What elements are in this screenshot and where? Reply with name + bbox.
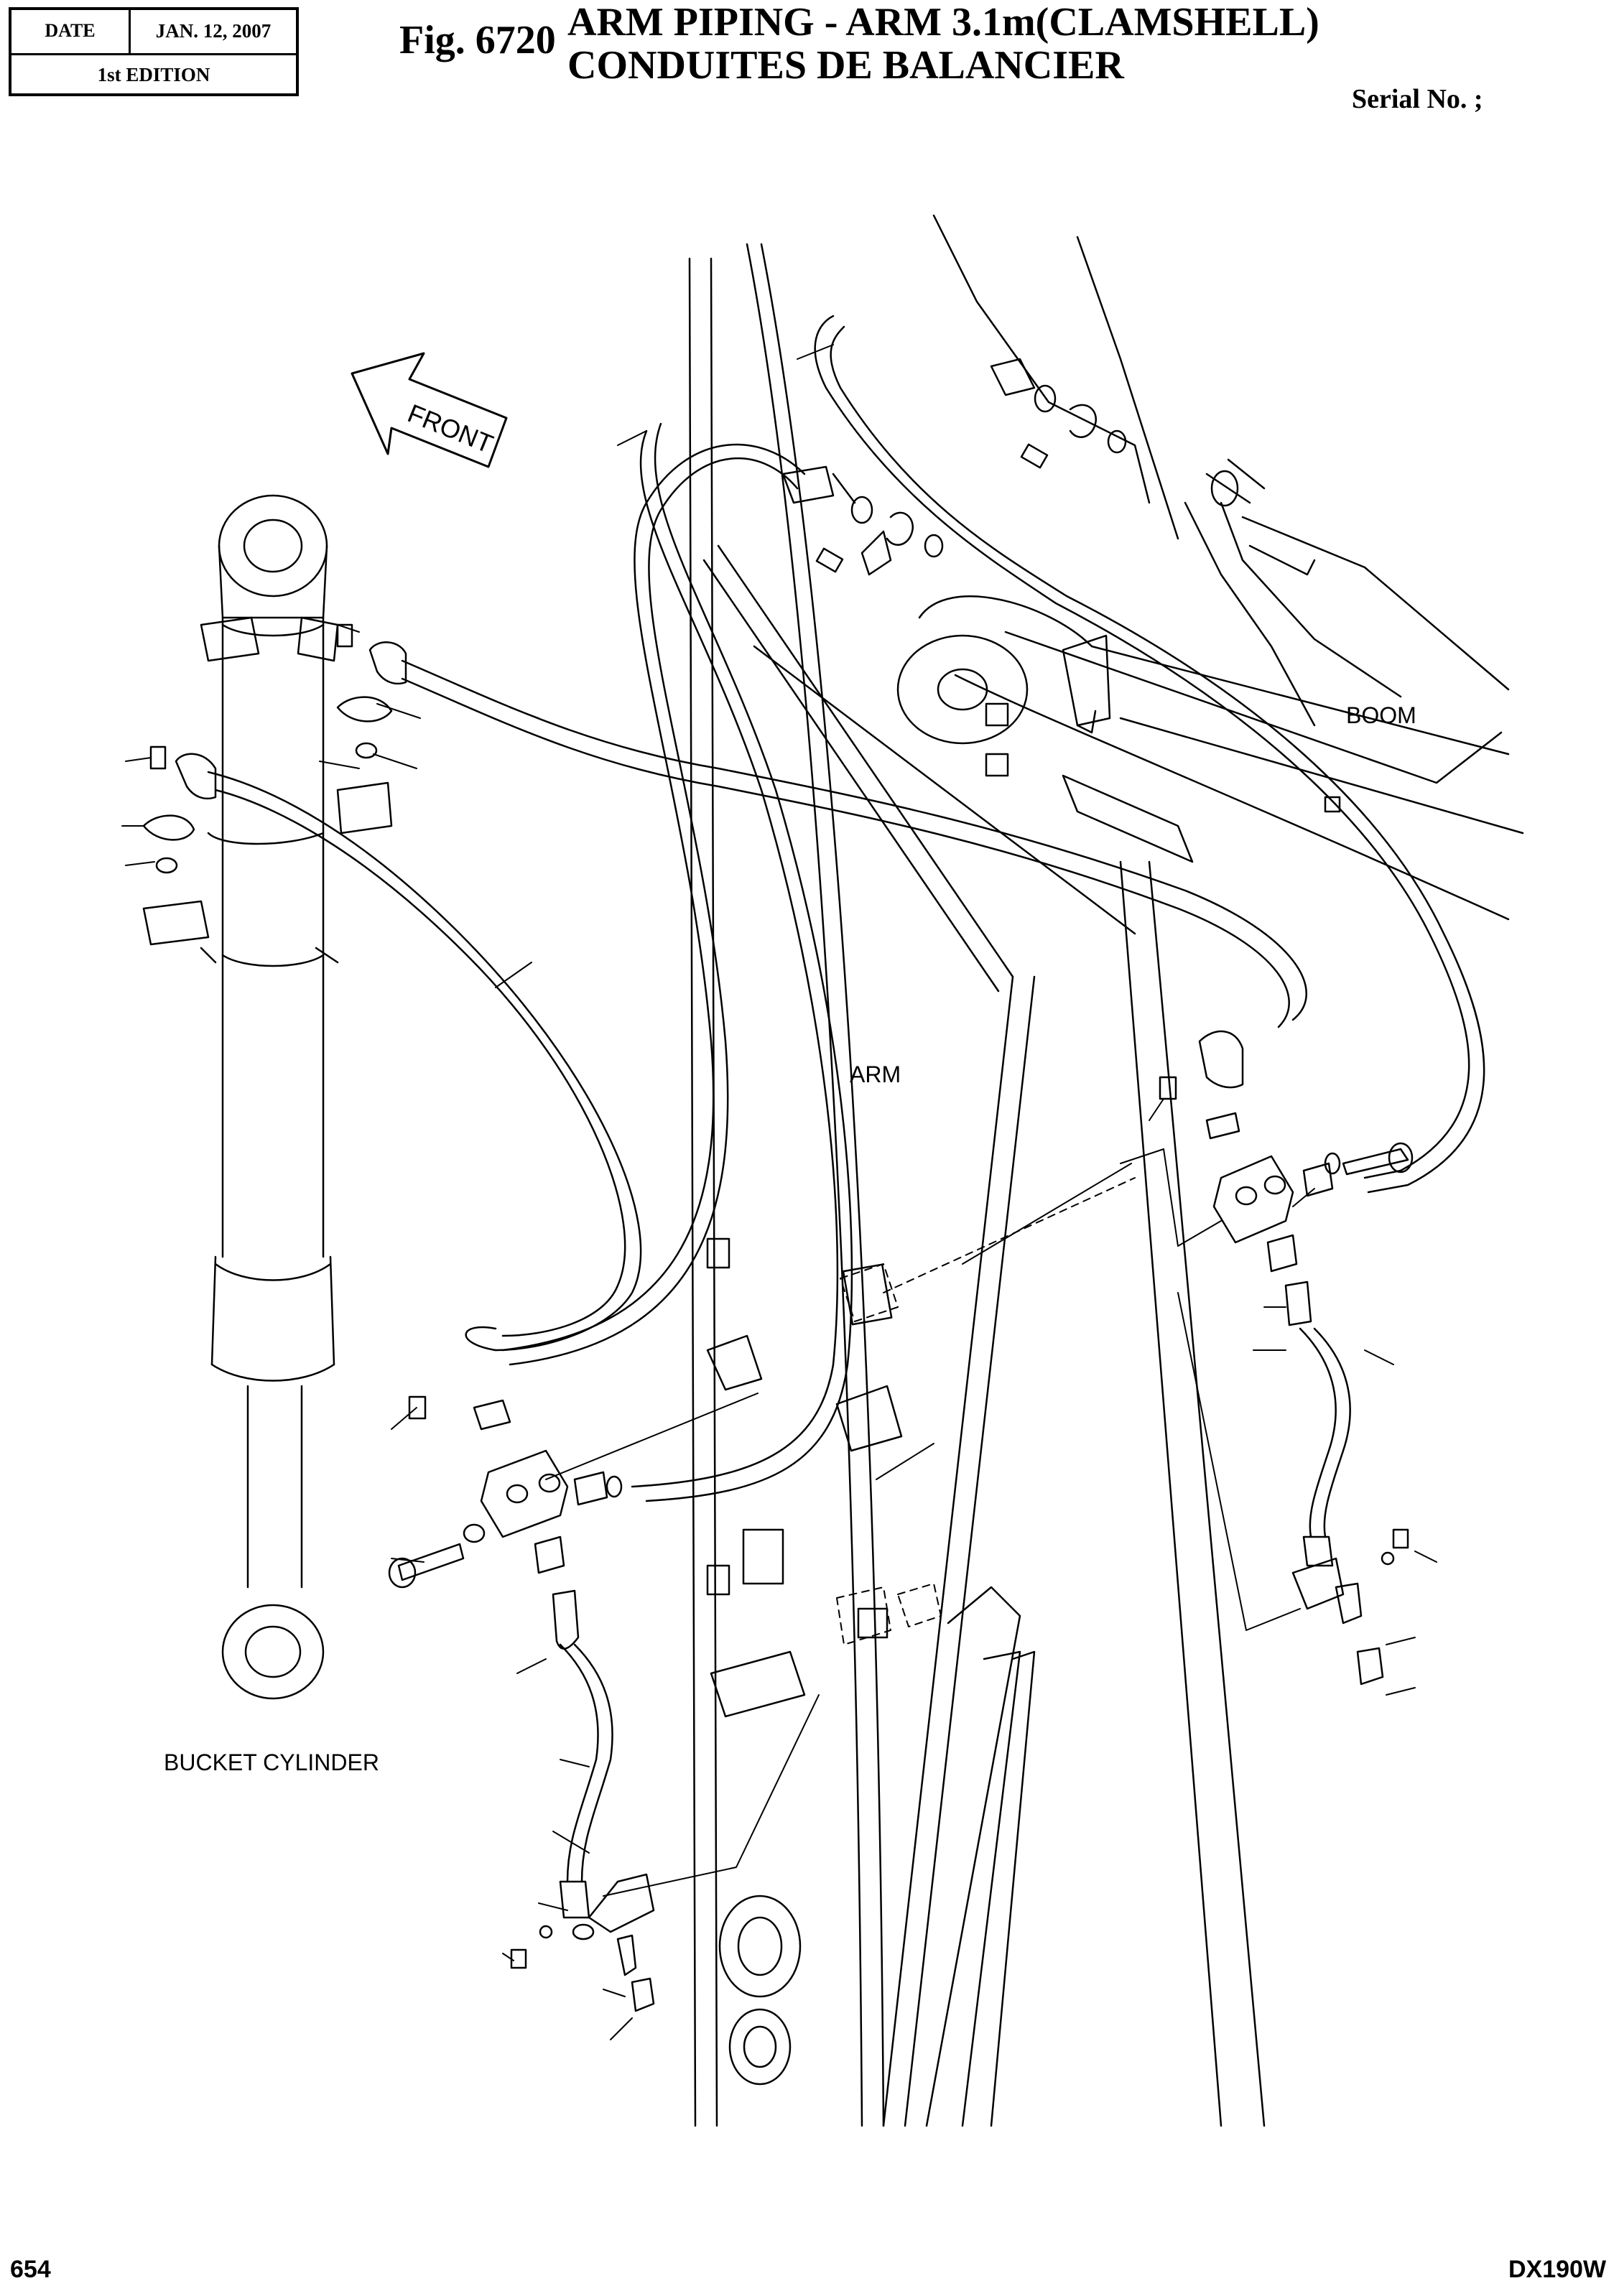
model-code: DX190W [1508, 2256, 1607, 2283]
left-valve-block [389, 1397, 654, 2011]
date-label: DATE [11, 10, 131, 53]
cylinder-fittings [144, 625, 391, 873]
upper-fittings [783, 359, 1126, 575]
phantom-parts [837, 1178, 1135, 1645]
header-date-row: DATE JAN. 12, 2007 [11, 10, 296, 55]
right-valve-block [1160, 1031, 1412, 1684]
leader-lines [122, 345, 1437, 2040]
boom-structure [898, 215, 1523, 919]
arm-label: ARM [850, 1061, 901, 1087]
arm-structure [690, 244, 1264, 2126]
serial-number: Serial No. ; [1352, 84, 1483, 114]
date-value: JAN. 12, 2007 [155, 20, 272, 42]
page-title: ARM PIPING - ARM 3.1m(CLAMSHELL) [567, 0, 1319, 45]
bucket-cylinder [144, 496, 391, 1698]
bucket-cylinder-label: BUCKET CYLINDER [164, 1749, 379, 1775]
front-arrow-icon: FRONT [352, 353, 506, 467]
hose-cylinder-upper [176, 316, 1484, 1501]
edition-label: 1st EDITION [97, 64, 210, 85]
page-number: 654 [10, 2256, 51, 2283]
boom-label: BOOM [1346, 702, 1416, 728]
header-info-box: DATE JAN. 12, 2007 1st EDITION [9, 7, 299, 96]
figure-number: Fig. 6720 [399, 18, 556, 62]
page-subtitle: CONDUITES DE BALANCIER [567, 43, 1124, 88]
